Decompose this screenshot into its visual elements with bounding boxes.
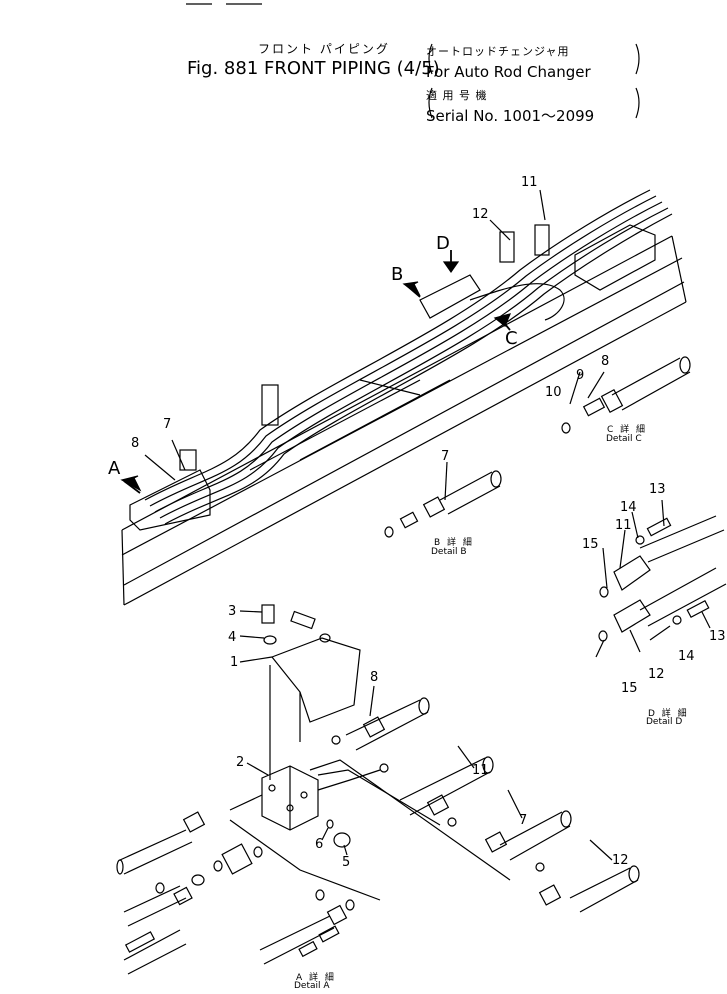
detail-b-drawing — [384, 461, 502, 538]
title-japanese: フロント パイピング — [258, 42, 390, 56]
bracket-right-1 — [635, 43, 640, 75]
callout-a-2: 2 — [236, 755, 245, 770]
detail-b-label: Detail B — [431, 547, 467, 557]
detail-a-label: Detail A — [294, 981, 330, 991]
beam-block-b — [419, 274, 481, 319]
view-arrow-icon-b — [402, 281, 421, 298]
beam-clamp-3 — [534, 224, 550, 256]
callout-d-15a: 15 — [582, 537, 599, 552]
subtitle-2-english: Serial No. 1001～2099 — [426, 107, 595, 125]
detail-a-drawing — [116, 604, 640, 975]
callout-a-4: 4 — [228, 630, 237, 645]
view-letter-b: B — [391, 264, 404, 285]
callout-d-14b: 14 — [678, 649, 695, 664]
main-beam — [121, 235, 687, 606]
view-letter-a: A — [108, 458, 121, 479]
detail-d-fitting-12 — [613, 599, 651, 633]
detail-d-drawing — [595, 499, 727, 658]
callout-a-12: 12 — [612, 853, 629, 868]
callout-a-7: 7 — [519, 813, 528, 828]
callout-d-12: 12 — [648, 667, 665, 682]
beam-clamp-7 — [179, 449, 197, 471]
subtitle-1-english: For Auto Rod Changer — [426, 63, 591, 81]
detail-c-label: Detail C — [606, 434, 642, 444]
callout-main-12: 12 — [472, 207, 489, 222]
callout-a-5: 5 — [342, 855, 351, 870]
callout-d-13a: 13 — [649, 482, 666, 497]
callout-b-7: 7 — [441, 449, 450, 464]
callout-a-3: 3 — [228, 604, 237, 619]
detail-c-drawing — [561, 356, 691, 434]
subtitle-2-japanese: 適 用 号 機 — [426, 89, 488, 102]
callout-c-8: 8 — [601, 354, 610, 369]
callout-a-1: 1 — [230, 655, 239, 670]
detail-d-japanese: D 詳 細 — [648, 709, 689, 719]
callout-d-13b: 13 — [709, 629, 726, 644]
callout-c-9: 9 — [576, 368, 585, 383]
view-letter-d: D — [436, 233, 450, 254]
mounting-bracket — [271, 637, 361, 723]
detail-d-label: Detail D — [646, 717, 683, 727]
bracket-left-2 — [428, 87, 433, 119]
hose-bundle — [144, 189, 673, 525]
view-arrow-icon-c — [493, 313, 512, 331]
subtitle-block-1: オートロッドチェンジャ用 For Auto Rod Changer — [426, 40, 591, 82]
beam-bracket-plate — [574, 224, 656, 291]
beam-clamp-1 — [261, 384, 279, 426]
figure-title: Fig. 881 FRONT PIPING (4/5) — [187, 58, 440, 79]
callout-a-8: 8 — [370, 670, 379, 685]
callout-main-8: 8 — [131, 436, 140, 451]
callout-d-11: 11 — [615, 518, 632, 533]
detail-b-japanese: B 詳 細 — [434, 538, 474, 548]
view-letter-c: C — [505, 328, 518, 349]
bracket-right-2 — [635, 87, 640, 119]
block-a-on-beam — [129, 469, 211, 531]
callout-main-7: 7 — [163, 417, 172, 432]
callout-main-11: 11 — [521, 175, 538, 190]
callout-d-14a: 14 — [620, 500, 637, 515]
subtitle-1-japanese: オートロッドチェンジャ用 — [426, 45, 570, 58]
callout-a-6: 6 — [315, 837, 324, 852]
view-arrow-icon-d — [442, 250, 460, 274]
detail-a-japanese: A 詳 細 — [296, 973, 336, 983]
callout-d-15b: 15 — [621, 681, 638, 696]
bracket-left-1 — [428, 43, 433, 75]
detail-c-japanese: C 詳 細 — [607, 425, 648, 435]
beam-clamp-2 — [499, 231, 515, 263]
detail-d-fitting-11 — [613, 555, 651, 591]
callout-a-11: 11 — [472, 763, 489, 778]
callout-c-10: 10 — [545, 385, 562, 400]
subtitle-block-2: 適 用 号 機 Serial No. 1001～2099 — [426, 84, 594, 126]
view-arrow-icon-a — [120, 475, 142, 494]
